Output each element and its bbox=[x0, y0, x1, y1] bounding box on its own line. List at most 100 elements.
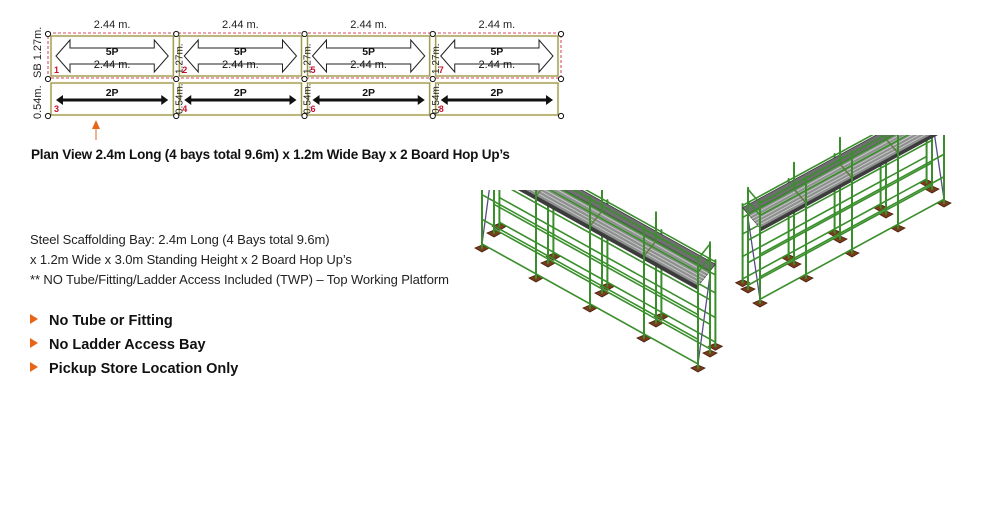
guardrail bbox=[741, 135, 896, 219]
guardrail bbox=[584, 190, 717, 263]
top-bay-width-label: 2.44 m. bbox=[479, 59, 516, 71]
standard-post-icon bbox=[557, 75, 565, 83]
front-ledger bbox=[759, 198, 945, 301]
hopup-arrowhead-right bbox=[161, 95, 169, 105]
guardrail bbox=[572, 190, 699, 260]
description-line-1: Steel Scaffolding Bay: 2.4m Long (4 Bays… bbox=[30, 232, 330, 247]
standard-post-icon bbox=[44, 75, 52, 83]
guardrail bbox=[759, 135, 910, 217]
description-line-2: x 1.2m Wide x 3.0m Standing Height x 2 B… bbox=[30, 252, 352, 267]
standard-post-icon bbox=[173, 30, 180, 38]
guardrail bbox=[741, 135, 874, 207]
standard-post-icon bbox=[173, 75, 180, 83]
scaffold-isometric-view-1 bbox=[474, 190, 724, 373]
standard-post-icon bbox=[173, 112, 180, 120]
top-bay-outline bbox=[435, 35, 559, 77]
bay-width-label: 2.44 m. bbox=[350, 19, 387, 31]
hopup-bay-number: 8 bbox=[439, 104, 444, 114]
feature-item-no-tube: No Tube or Fitting bbox=[30, 313, 173, 329]
rear-ledger bbox=[493, 203, 711, 326]
top-bay-number: 1 bbox=[54, 65, 59, 75]
feature-item-no-ladder: No Ladder Access Bay bbox=[30, 337, 206, 353]
deck-transom bbox=[885, 138, 899, 154]
bay-width-label: 2.44 m. bbox=[94, 19, 131, 31]
hopup-board-label: 2P bbox=[234, 87, 247, 99]
top-bay-width-label: 2.44 m. bbox=[94, 59, 131, 71]
hopup-arrowhead-left bbox=[440, 95, 448, 105]
side-label-top: SB 1.27m. bbox=[32, 27, 44, 78]
guardrail bbox=[560, 190, 717, 276]
bullet-arrow-icon bbox=[30, 362, 38, 372]
hopup-bay-outline bbox=[307, 82, 431, 116]
divider-label-top: 1.27m. bbox=[431, 43, 442, 74]
hopup-arrowhead-right bbox=[546, 95, 553, 105]
top-bay-outline bbox=[178, 35, 302, 77]
side-label-bottom: 0.54m. bbox=[32, 85, 44, 119]
bullet-arrow-icon bbox=[30, 314, 38, 324]
top-bay-width-label: 2.44 m. bbox=[222, 59, 259, 71]
standard-post-icon bbox=[301, 75, 308, 83]
feature-item-pickup: Pickup Store Location Only bbox=[30, 361, 238, 377]
board-arrow-icon bbox=[55, 38, 169, 74]
board-arrow-icon bbox=[183, 38, 298, 74]
rear-ledger bbox=[747, 139, 933, 242]
bay-width-label: 2.44 m. bbox=[222, 19, 259, 31]
end-brace bbox=[481, 190, 490, 245]
standard-post-icon bbox=[429, 112, 436, 120]
divider-label-bottom: 0.54m. bbox=[303, 83, 314, 114]
plan-caption: Plan View 2.4m Long (4 bays total 9.6m) … bbox=[31, 147, 510, 162]
hopup-ledger bbox=[741, 178, 928, 280]
indicator-arrowhead bbox=[92, 120, 100, 129]
end-guardrail bbox=[697, 256, 711, 273]
divider-label-bottom: 0.54m. bbox=[174, 83, 185, 114]
hopup-arrowhead-left bbox=[56, 95, 63, 105]
bay-width-label: 2.44 m. bbox=[479, 19, 516, 31]
end-brace bbox=[933, 135, 945, 200]
rear-ledger bbox=[510, 190, 711, 301]
hopup-bay-outline bbox=[50, 82, 174, 116]
hopup-ledger bbox=[741, 155, 928, 258]
hopup-arrowhead-right bbox=[289, 95, 297, 105]
hopup-bay-number: 3 bbox=[54, 104, 59, 114]
board-arrow-icon bbox=[311, 38, 426, 74]
feature-label: Pickup Store Location Only bbox=[49, 361, 239, 377]
top-bay-board-label: 5P bbox=[234, 46, 247, 58]
front-ledger bbox=[759, 175, 945, 278]
end-guardrail bbox=[697, 243, 711, 260]
deck-transom bbox=[793, 188, 807, 204]
top-bay-outline bbox=[307, 35, 431, 77]
hopup-bay-outline bbox=[178, 82, 302, 116]
standard-post-icon bbox=[429, 75, 436, 83]
deck-transom bbox=[839, 163, 853, 179]
divider-label-top: 1.27m. bbox=[174, 43, 185, 74]
standard-post-icon bbox=[44, 30, 52, 38]
top-bay-width-label: 2.44 m. bbox=[350, 59, 387, 71]
hopup-bay-number: 6 bbox=[311, 104, 316, 114]
hopup-arrowhead-left bbox=[184, 95, 192, 105]
end-brace bbox=[747, 217, 761, 300]
rear-ledger bbox=[493, 228, 711, 350]
standard-post-icon bbox=[557, 112, 565, 120]
feature-label: No Ladder Access Bay bbox=[49, 337, 206, 353]
front-ledger bbox=[481, 243, 699, 365]
top-bay-board-label: 5P bbox=[106, 46, 119, 58]
board-arrow-icon bbox=[440, 38, 554, 74]
top-bay-number: 5 bbox=[311, 65, 316, 75]
hopup-board-label: 2P bbox=[490, 87, 503, 99]
standard-post-icon bbox=[301, 30, 308, 38]
standard-post-icon bbox=[557, 30, 565, 38]
hopup-bay-number: 4 bbox=[182, 104, 187, 114]
rear-ledger bbox=[747, 161, 933, 264]
hopup-board-label: 2P bbox=[106, 87, 119, 99]
divider-label-bottom: 0.54m. bbox=[431, 83, 442, 114]
deck-transom bbox=[643, 240, 657, 257]
description-line-3: ** NO Tube/Fitting/Ladder Access Include… bbox=[30, 272, 449, 287]
front-ledger bbox=[481, 218, 699, 341]
deck-transom bbox=[589, 210, 603, 227]
bullet-arrow-icon bbox=[30, 338, 38, 348]
guardrail bbox=[548, 190, 699, 273]
hopup-arrowhead-left bbox=[312, 95, 320, 105]
top-bay-number: 7 bbox=[439, 65, 444, 75]
rear-ledger bbox=[747, 184, 933, 287]
